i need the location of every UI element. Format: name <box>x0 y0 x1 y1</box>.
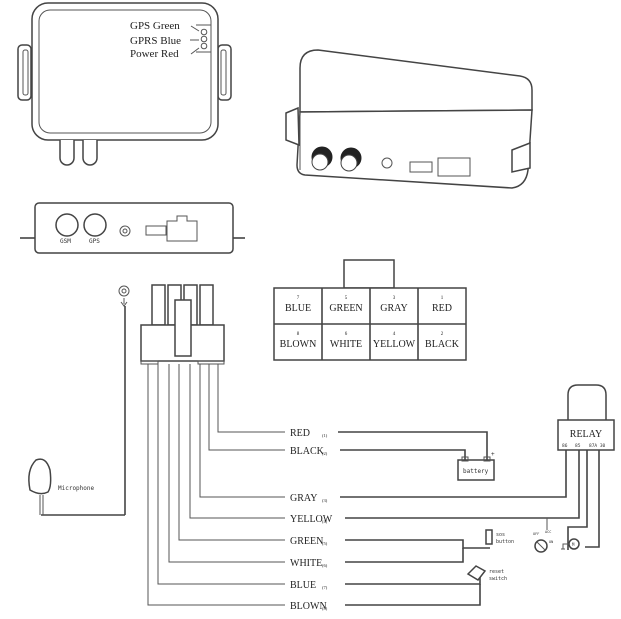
wire-label-green: GREEN <box>290 536 323 547</box>
microphone-icon <box>28 458 52 495</box>
ignition-switch: OFF ACC ON M <box>533 530 580 553</box>
pin-number: 4 <box>393 332 396 337</box>
pin-color-red: RED <box>432 303 452 314</box>
relay-pin-85: 85 <box>575 443 581 449</box>
led-label-power: Power Red <box>130 48 179 60</box>
reset-switch: reset switch <box>466 565 507 582</box>
antenna-connector-icon <box>59 140 75 166</box>
led-label-gprs: GPRS Blue <box>130 35 181 47</box>
pin-color-gray: GRAY <box>380 303 407 314</box>
connector-4pin-icon <box>409 161 433 173</box>
wire-pin-yellow: (4) <box>322 519 328 524</box>
harness-wires <box>147 364 285 606</box>
reset-label-2: switch <box>489 576 507 582</box>
antenna-connector-icon <box>82 140 98 166</box>
relay-pin-87a30: 87A 30 <box>589 443 606 449</box>
connector-4pin-icon <box>145 225 167 236</box>
output-wires <box>338 431 600 606</box>
pin-color-black: BLACK <box>425 339 460 350</box>
ignition-acc-label: ACC <box>545 530 551 534</box>
harness-connector <box>118 284 225 365</box>
led-power-icon <box>200 42 208 50</box>
wire-label-blown: BLOWN <box>290 601 327 612</box>
wire-pin-green: (5) <box>322 541 328 546</box>
wire-label-black: BLACK <box>290 446 325 457</box>
ground-icon <box>561 543 569 550</box>
connector-8pin-icon <box>166 215 198 242</box>
pin-number: 2 <box>441 332 444 337</box>
sos-button-icon <box>485 529 493 545</box>
wire-label-yellow: YELLOW <box>290 514 333 525</box>
pin-color-blue: BLUE <box>285 303 311 314</box>
mic-jack-icon <box>381 157 393 169</box>
device-isometric-view <box>285 49 533 189</box>
wire-label-blue: BLUE <box>290 580 316 591</box>
connector-pinout <box>273 259 467 361</box>
wire-pin-black: (2) <box>322 451 328 456</box>
reset-label-1: reset <box>489 569 504 575</box>
wire-label-gray: GRAY <box>290 493 317 504</box>
wire-labels: RED (1) BLACK(2) GRAY (3) YELLOW(4) GREEN(5) WH… <box>290 428 333 612</box>
wire-pin-blown: (8) <box>322 606 328 611</box>
port-label-gsm: GSM <box>60 238 71 245</box>
device-top-view: GPS Green GPRS Blue Power Red <box>17 2 232 166</box>
led-gps-icon <box>200 28 208 36</box>
pin-color-blown: BLOWN <box>280 339 317 350</box>
pin-number: 8 <box>297 332 300 337</box>
pin-color-white: WHITE <box>330 339 362 350</box>
led-label-gps: GPS Green <box>130 20 180 32</box>
wire-pin-white: (6) <box>322 563 328 568</box>
pin-color-green: GREEN <box>329 303 362 314</box>
ignition-off-label: OFF <box>533 532 539 536</box>
battery-plus-label: + <box>491 451 495 458</box>
microphone-label: Microphone <box>58 485 95 492</box>
pin-number: 3 <box>393 296 396 301</box>
reset-switch-icon <box>466 565 487 581</box>
battery: battery + <box>457 451 495 481</box>
wire-label-white: WHITE <box>290 558 322 569</box>
mic-jack-icon <box>119 225 131 237</box>
led-gprs-icon <box>200 35 208 43</box>
connector-8pin-icon <box>437 157 471 177</box>
gsm-port-icon <box>55 213 79 237</box>
pin-number: 1 <box>441 296 444 301</box>
relay-icon <box>557 419 615 451</box>
gps-port-icon <box>83 213 107 237</box>
sos-label-1: sos <box>496 532 505 538</box>
pin-color-yellow: YELLOW <box>373 339 416 350</box>
relay-label: RELAY <box>570 429 602 440</box>
motor-label: M <box>572 542 575 547</box>
mic-plug-icon <box>118 285 130 297</box>
ignition-on-label: ON <box>549 540 553 544</box>
relay: RELAY 86 85 87A 30 <box>557 384 615 451</box>
wire-pin-gray: (3) <box>322 498 328 503</box>
wire-pin-blue: (7) <box>322 585 328 590</box>
battery-label: battery <box>463 468 489 475</box>
pin-number: 6 <box>345 332 348 337</box>
device-front-view: GSM GPS <box>20 202 245 254</box>
relay-coil-icon <box>567 384 607 420</box>
relay-pin-86: 86 <box>562 443 568 449</box>
sos-button: sos button <box>485 529 514 545</box>
pin-number: 7 <box>297 296 300 301</box>
port-label-gps: GPS <box>89 238 100 245</box>
microphone: Microphone <box>28 306 126 516</box>
pin-number: 5 <box>345 296 348 301</box>
sos-label-2: button <box>496 539 514 545</box>
wire-label-red: RED <box>290 428 310 439</box>
battery-icon <box>457 459 495 481</box>
wire-pin-red: (1) <box>322 433 328 438</box>
